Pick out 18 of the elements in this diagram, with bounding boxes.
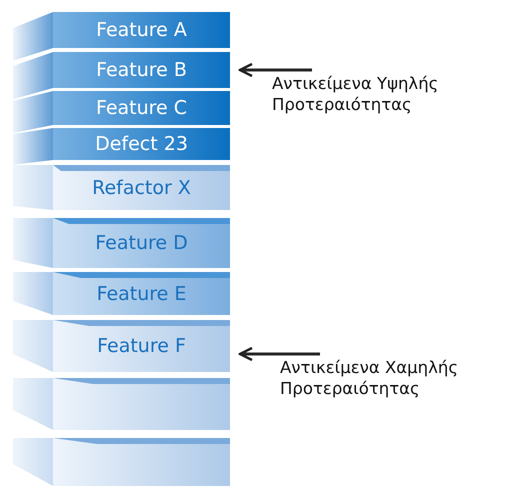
block-label: Defect 23 <box>94 132 189 157</box>
block-label: Feature D <box>94 231 189 256</box>
arrow <box>238 62 312 78</box>
block-label: Feature F <box>96 334 187 359</box>
stack-block <box>13 165 230 210</box>
block-label: Feature E <box>96 282 188 306</box>
block-label: Feature C <box>94 96 188 121</box>
note-text: Αντικείμενα Υψηλής Προτεραιότητας <box>272 74 440 116</box>
stack-block <box>13 218 230 268</box>
stack-block <box>13 320 230 372</box>
empty-block <box>13 378 230 430</box>
block-label: Feature B <box>95 58 188 83</box>
note-text: Αντικείμενα Χαμηλής Προτεραιότητας <box>280 358 460 400</box>
empty-block <box>13 438 230 486</box>
block-label: Feature A <box>95 18 188 43</box>
block-label: Refactor X <box>91 176 192 200</box>
stack-block <box>13 272 230 315</box>
arrow <box>238 346 320 362</box>
